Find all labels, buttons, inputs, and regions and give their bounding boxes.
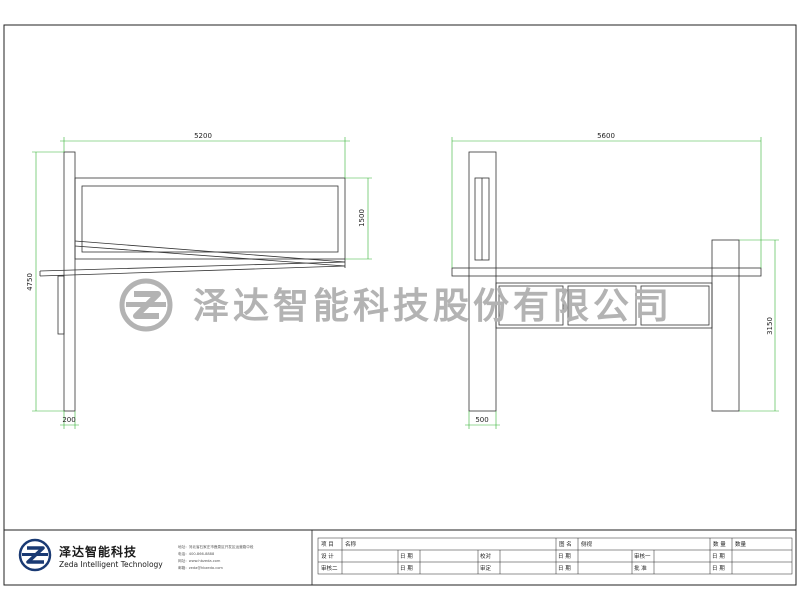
company-name-cn: 泽达智能科技	[59, 544, 137, 559]
tb-date-label: 日 期	[712, 553, 725, 560]
tb-approve-label: 审定	[480, 564, 492, 572]
title-block: 泽达智能科技 Zeda Intelligent Technology 地址：河北…	[4, 529, 796, 585]
right-view-panel-cell	[640, 285, 710, 326]
tb-review2-label: 审核二	[321, 564, 338, 572]
right-view-right-column	[711, 239, 740, 412]
address-line: 网址：www.hbzeda.com	[178, 558, 221, 563]
right-dim-right: 3150	[766, 317, 774, 335]
tb-design-label: 设 计	[321, 552, 334, 560]
company-name-en: Zeda Intelligent Technology	[59, 560, 163, 569]
tb-project-value: 名称	[345, 540, 357, 548]
left-view-panel	[74, 177, 346, 260]
right-view-canopy	[451, 267, 762, 277]
right-view-dimensions	[451, 137, 779, 429]
title-table-grid	[317, 537, 793, 575]
tb-sign-label: 批 准	[634, 564, 647, 572]
address-line: 地址：河北省石家庄市鹿泉区开发区运营路中段	[178, 544, 254, 549]
tb-date-label: 日 期	[558, 565, 571, 572]
sheet-border	[3, 24, 797, 586]
right-view	[451, 151, 762, 412]
left-view-brace	[57, 275, 65, 335]
tb-project-label: 项 目	[321, 541, 334, 548]
tb-date-label: 日 期	[712, 565, 725, 572]
company-logo-icon	[18, 538, 52, 572]
left-view-canopy-line	[74, 240, 346, 263]
right-dim-top: 5600	[597, 132, 615, 140]
left-view-panel-inner	[81, 185, 339, 253]
left-dim-right: 1500	[358, 209, 366, 227]
left-view-canopy-line	[39, 261, 346, 272]
address-line: 电话：400-866-8888	[178, 551, 215, 556]
left-dim-top: 5200	[194, 132, 212, 140]
tb-drawing-label: 图 名	[559, 540, 572, 548]
tb-date-label: 日 期	[558, 553, 571, 560]
left-view-canopy-line	[39, 265, 346, 277]
watermark-text: 泽达智能科技股份有限公司	[193, 286, 673, 327]
left-view-canopy-line	[74, 245, 346, 267]
left-dim-left: 4750	[26, 273, 34, 291]
tb-check-label: 校对	[480, 552, 492, 560]
tb-date-label: 日 期	[400, 553, 413, 560]
right-view-left-column	[468, 151, 497, 412]
watermark-logo-icon	[119, 278, 173, 332]
right-view-panel-cell	[498, 285, 564, 326]
tb-drawing-value: 侧视	[581, 540, 593, 548]
tb-count-value: 数量	[735, 540, 747, 548]
right-view-panel	[495, 282, 713, 329]
left-view-dimensions	[32, 137, 372, 429]
watermark: 泽达智能科技股份有限公司	[119, 278, 673, 332]
left-dim-bottom: 200	[62, 416, 75, 424]
tb-count-label: 数 量	[713, 540, 726, 548]
tb-date-label: 日 期	[400, 565, 413, 572]
tb-review-label: 审核一	[634, 552, 651, 560]
right-view-panel-cell	[567, 285, 637, 326]
address-line: 邮箱：zeda@hbzeda.com	[178, 565, 223, 570]
left-view	[39, 151, 346, 412]
right-dim-bottom: 500	[475, 416, 488, 424]
left-view-post	[63, 151, 76, 412]
